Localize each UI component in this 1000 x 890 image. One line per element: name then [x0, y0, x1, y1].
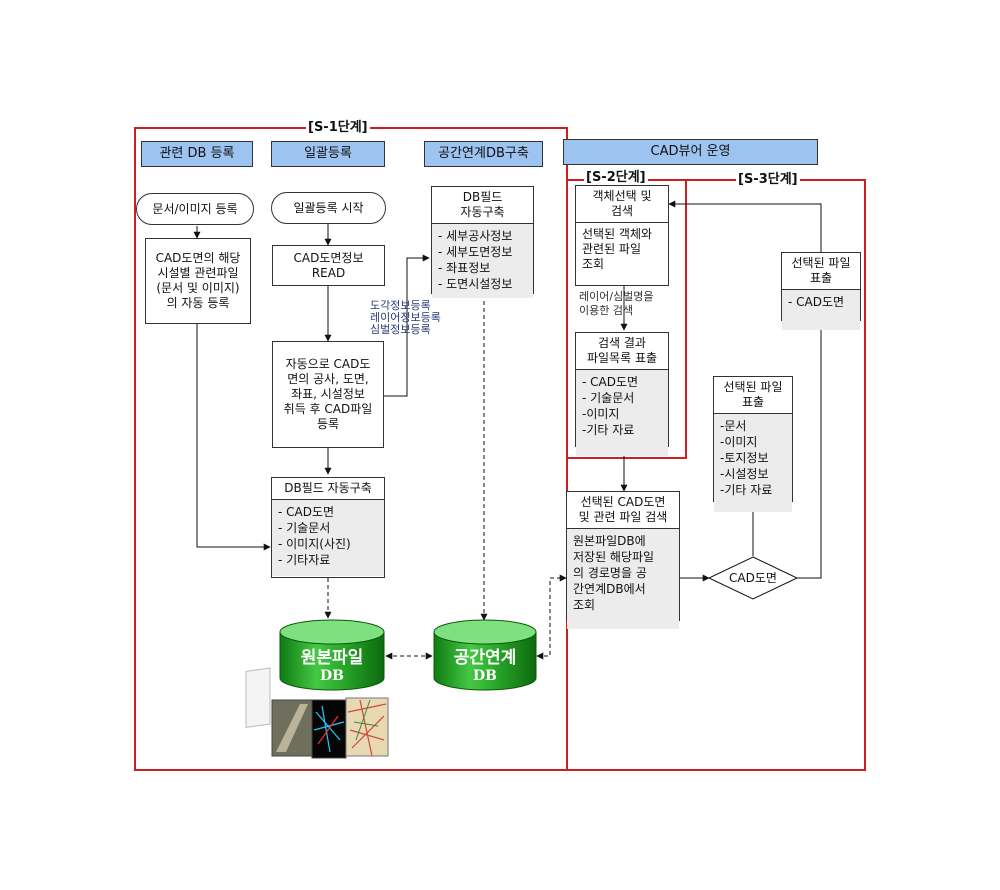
auto-register-box: CAD도면의 해당 시설별 관련파일 (문서 및 이미지) 의 자동 등록: [145, 238, 251, 324]
stage-s3-label: [S-3단계]: [736, 173, 800, 187]
spatial-db-field-title: DB필드 자동구축: [432, 187, 533, 224]
db-field-list: - CAD도면 - 기술문서 - 이미지(사진) - 기타자료: [272, 500, 384, 576]
arrow-file2-to-select: [669, 204, 821, 252]
spatial-db-field-list: - 세부공사정보 - 세부도면정보 - 좌표정보 - 도면시설정보: [432, 224, 533, 298]
stage-s2-label: [S-2단계]: [584, 171, 648, 185]
search-result-list-card: 검색 결과 파일목록 표출 - CAD도면 - 기술문서 -이미지 -기타 자료: [575, 332, 669, 447]
db-spatial-label: 공간연계 DB: [434, 648, 536, 685]
arrow-decision-to-file2: [797, 321, 821, 578]
file-display-2-items: - CAD도면: [782, 290, 860, 330]
db-field-title: DB필드 자동구축: [272, 478, 384, 500]
file-display-1-items: -문서 -이미지 -토지정보 -시설정보 -기타 자료: [714, 414, 792, 512]
search-result-title: 검색 결과 파일목록 표출: [576, 333, 668, 370]
dash-spatial-cadsearch: [537, 578, 566, 656]
file-display-1-title: 선택된 파일 표출: [714, 377, 792, 414]
decision-label: CAD도면: [709, 570, 797, 586]
arrow-auto-to-dbfield: [197, 324, 270, 547]
object-select-title: 객체선택 및 검색: [576, 186, 668, 223]
object-select-search-card: 객체선택 및 검색 선택된 객체와 관련된 파일 조회: [575, 185, 669, 286]
search-result-items: - CAD도면 - 기술문서 -이미지 -기타 자료: [576, 370, 668, 456]
auto-acquire-box: 자동으로 CAD도 면의 공사, 도면, 좌표, 시설정보 취득 후 CAD파일…: [272, 341, 384, 448]
batch-register-start: 일괄등록 시작: [271, 192, 386, 224]
registration-notes: 도각정보등록 레이어정보등록 심벌정보등록: [370, 300, 441, 336]
db-field-auto-build-card: DB필드 자동구축 - CAD도면 - 기술문서 - 이미지(사진) - 기타자…: [271, 477, 385, 578]
spatial-db-field-card: DB필드 자동구축 - 세부공사정보 - 세부도면정보 - 좌표정보 - 도면시…: [431, 186, 534, 294]
header-spatial-db-build: 공간연계DB구축: [424, 141, 543, 167]
header-related-db: 관련 DB 등록: [141, 141, 253, 167]
file-display-card-2: 선택된 파일 표출 - CAD도면: [781, 252, 861, 321]
header-cad-viewer: CAD뷰어 운영: [563, 139, 818, 165]
cad-file-search-title: 선택된 CAD도면 및 관련 파일 검색: [567, 492, 679, 529]
cad-file-search-body: 원본파일DB에 저장된 해당파일 의 경로명을 공 간연계DB에서 조회: [567, 529, 679, 629]
doc-image-register-start: 문서/이미지 등록: [136, 193, 254, 225]
layer-symbol-search-note: 레이어/심벌명을 이용한 검색: [579, 290, 654, 318]
stage-s1-label: [S-1단계]: [306, 121, 370, 135]
cad-file-search-card: 선택된 CAD도면 및 관련 파일 검색 원본파일DB에 저장된 해당파일 의 …: [566, 491, 680, 621]
db-original-label: 원본파일 DB: [280, 648, 384, 685]
file-display-2-title: 선택된 파일 표출: [782, 253, 860, 290]
cad-info-read-box: CAD도면정보 READ: [272, 245, 385, 286]
file-display-card-1: 선택된 파일 표출 -문서 -이미지 -토지정보 -시설정보 -기타 자료: [713, 376, 793, 502]
header-batch: 일괄등록: [271, 141, 385, 167]
object-select-body: 선택된 객체와 관련된 파일 조회: [576, 223, 668, 276]
